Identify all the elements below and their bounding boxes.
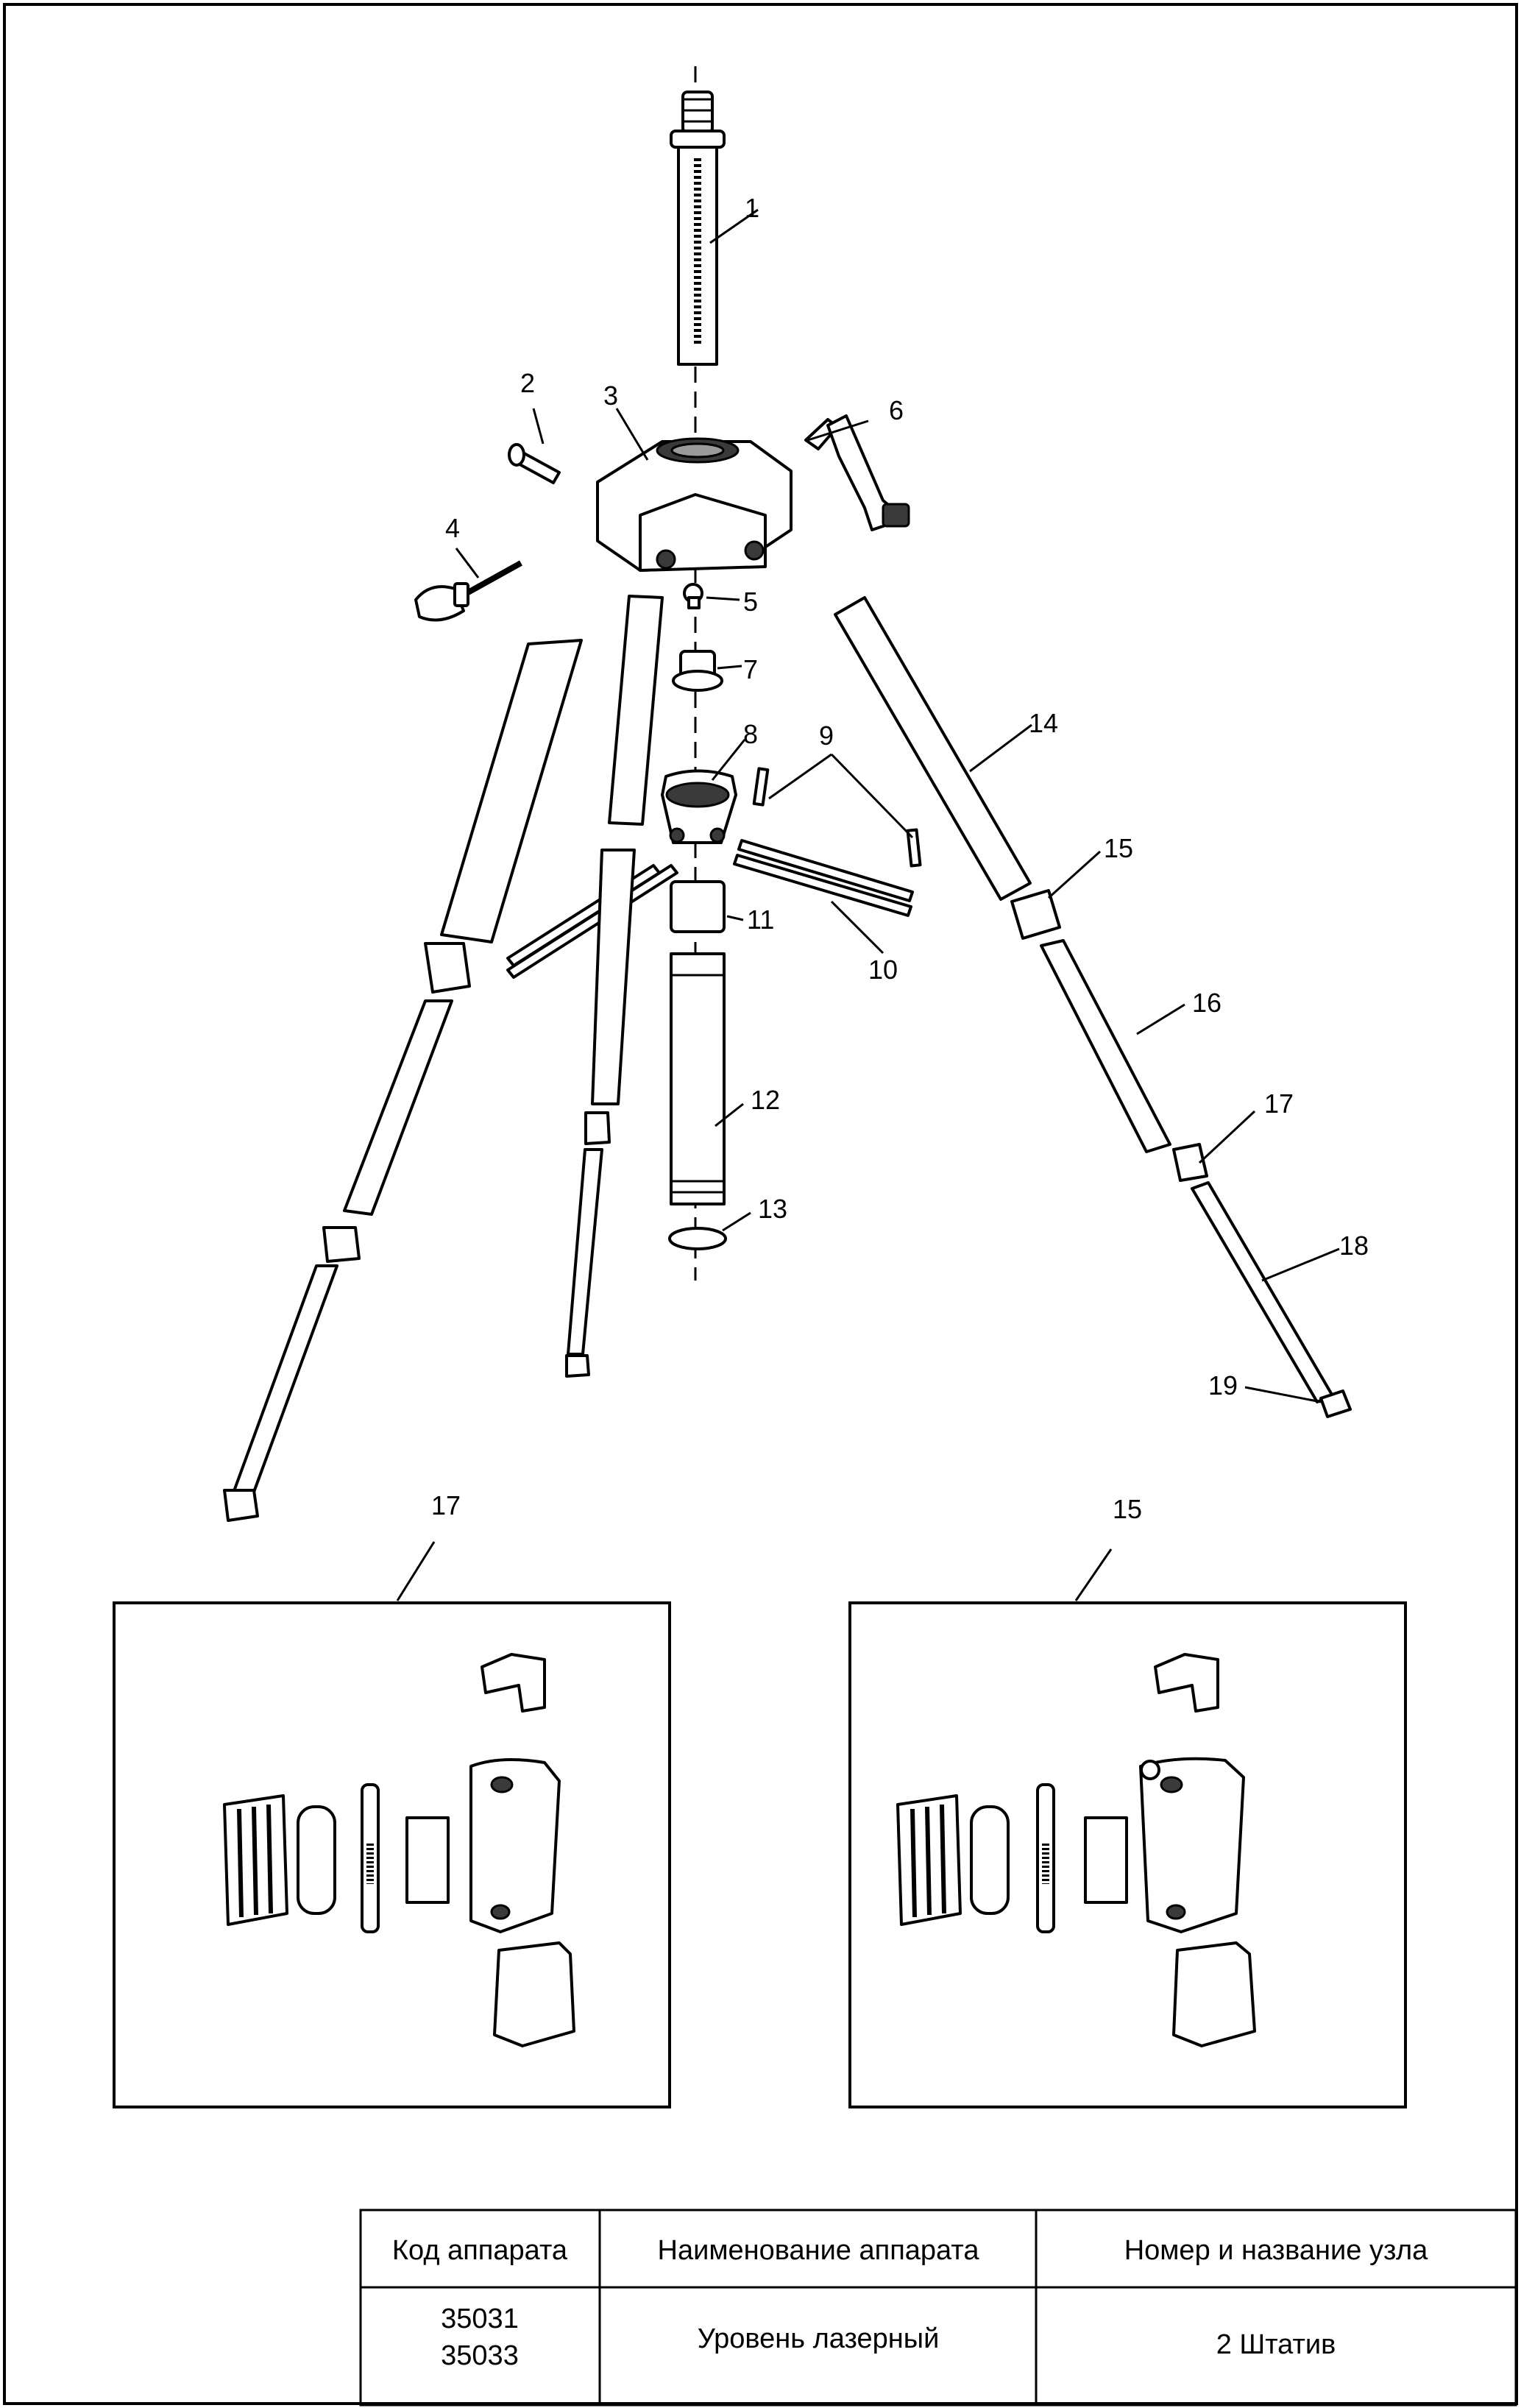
callout-15: 15	[1104, 833, 1133, 863]
callout-18: 18	[1339, 1230, 1369, 1261]
part-ring	[668, 1227, 727, 1250]
detail-right-label: 15	[1113, 1494, 1142, 1524]
callout-4: 4	[445, 513, 460, 543]
part-coupling	[670, 880, 726, 933]
right-leg	[834, 596, 1352, 1418]
callout-17: 17	[1264, 1088, 1294, 1119]
middle-leg	[565, 595, 664, 1378]
detail-left-label: 17	[431, 1490, 461, 1520]
callout-11: 11	[747, 904, 774, 935]
callout-16: 16	[1192, 988, 1222, 1018]
callout-8: 8	[743, 719, 758, 749]
sheet-frame	[3, 3, 1518, 2405]
callout-13: 13	[758, 1194, 787, 1224]
callout-1: 1	[745, 193, 759, 223]
part-bushing	[672, 650, 723, 692]
table-code-2: 35033	[441, 2340, 519, 2371]
table-code-1: 35031	[441, 2303, 519, 2334]
part-spacer-pins	[752, 767, 922, 868]
part-lock-screw	[414, 560, 522, 622]
part-hub	[661, 769, 737, 844]
callout-3: 3	[603, 380, 618, 411]
callout-12: 12	[751, 1085, 780, 1115]
callout-9: 9	[819, 720, 834, 751]
callout-10: 10	[868, 955, 898, 985]
callout-6: 6	[889, 395, 904, 425]
callout-numbers: 1 2 3 4 5 6 7 8 9 10 11 12 13 14 15 16 1…	[445, 193, 1369, 1400]
detail-view-left: 17	[113, 1490, 671, 2108]
table-header-name: Наименование аппарата	[658, 2235, 980, 2266]
part-threaded-column	[670, 91, 726, 366]
part-central-tube	[670, 952, 726, 1205]
detail-view-right: 15	[848, 1494, 1407, 2108]
title-block-table: Код аппарата Наименование аппарата Номер…	[359, 2209, 1517, 2407]
table-header-unit: Номер и название узла	[1124, 2235, 1428, 2266]
part-tripod-head	[596, 437, 793, 572]
table-device-name: Уровень лазерный	[698, 2323, 940, 2354]
callout-2: 2	[520, 368, 535, 398]
table-unit-name: 2 Штатив	[1216, 2329, 1336, 2360]
callout-7: 7	[743, 654, 758, 684]
callout-5: 5	[743, 587, 758, 617]
part-small-screw	[683, 583, 703, 609]
part-crank-handle	[804, 414, 910, 531]
left-leg	[223, 639, 583, 1522]
part-pin	[508, 443, 561, 484]
table-header-code: Код аппарата	[392, 2235, 568, 2266]
leader-lines	[455, 208, 1340, 1403]
callout-19: 19	[1208, 1370, 1238, 1400]
callout-14: 14	[1029, 708, 1058, 738]
